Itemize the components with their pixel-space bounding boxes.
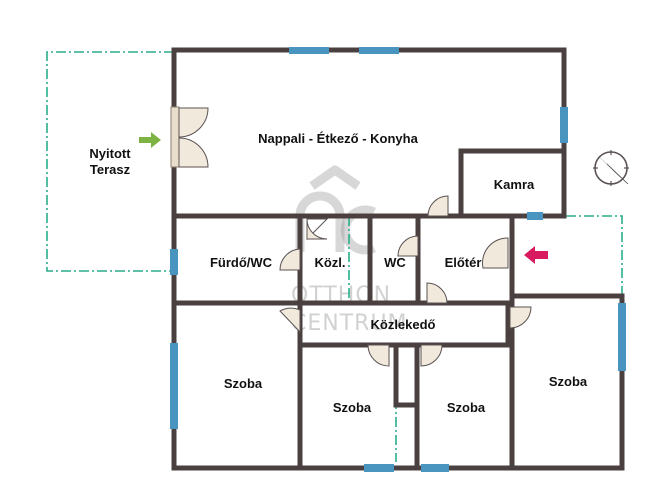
window	[421, 464, 449, 472]
watermark-text-line2: CENTRUM	[291, 311, 408, 336]
szoba-right-door	[509, 306, 532, 329]
room-label-kozlekedo: Közlekedő	[370, 317, 435, 332]
terrace-door-upper	[178, 107, 209, 138]
compass-icon	[593, 150, 629, 186]
window	[618, 303, 626, 371]
room-label-szoba-left: Szoba	[224, 376, 263, 391]
room-label-nappali: Nappali - Étkező - Konyha	[258, 131, 418, 146]
windows	[170, 47, 626, 472]
room-label-szoba-right-middle: Szoba	[447, 400, 486, 415]
window	[170, 343, 178, 429]
szoba-middle-door	[367, 344, 390, 367]
window	[170, 249, 178, 275]
entrance-terrace-outline	[566, 215, 623, 296]
entry-door	[482, 237, 509, 269]
szoba-left-door	[279, 307, 301, 334]
arrow-left-icon	[524, 246, 548, 264]
kozl-door	[306, 218, 328, 240]
doors	[170, 106, 532, 367]
open-terrace-outline	[46, 51, 174, 272]
wc-door	[397, 235, 419, 257]
room-label-terasz-line1: Nyitott	[89, 146, 131, 161]
szoba-right-middle-door	[420, 344, 443, 367]
arrow-right-icon	[139, 132, 161, 148]
room-label-furdo: Fürdő/WC	[210, 255, 273, 270]
window	[560, 107, 568, 143]
room-label-kozl: Közl.	[314, 255, 345, 270]
window	[359, 47, 399, 54]
room-label-szoba-right: Szoba	[549, 374, 588, 389]
room-label-szoba-middle: Szoba	[333, 400, 372, 415]
room-label-eloter: Előtér	[445, 255, 482, 270]
window	[364, 464, 394, 472]
kamra-door	[427, 195, 449, 217]
watermark-logo	[295, 165, 376, 255]
terrace-door-lower	[178, 137, 209, 168]
furdo-door	[279, 248, 301, 271]
room-label-terasz-line2: Terasz	[90, 162, 131, 177]
window	[289, 47, 329, 54]
room-label-wc: WC	[384, 255, 406, 270]
window	[527, 212, 543, 220]
room-label-kamra: Kamra	[494, 177, 535, 192]
eloter-door	[426, 282, 448, 304]
